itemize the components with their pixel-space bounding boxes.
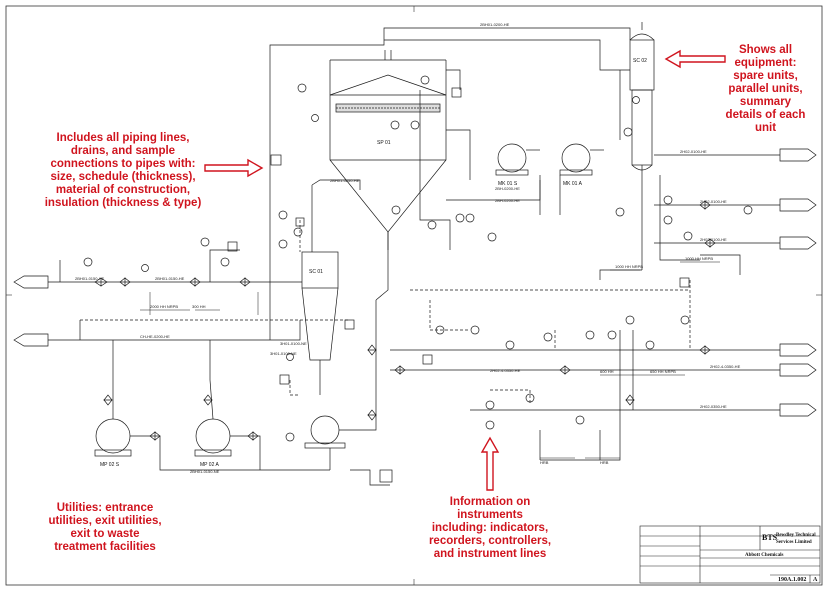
utility-tags bbox=[13, 148, 817, 417]
svg-text:2BH-0200-HE: 2BH-0200-HE bbox=[495, 186, 520, 191]
svg-text:2BH01-0250-HE: 2BH01-0250-HE bbox=[330, 178, 360, 183]
svg-text:600 HH: 600 HH bbox=[600, 369, 614, 374]
mp02s-label: MP 02 S bbox=[100, 462, 120, 468]
client-name: Abbott Chemicals bbox=[745, 553, 784, 558]
svg-text:2H02-0100-HE: 2H02-0100-HE bbox=[680, 149, 707, 154]
mp02a-label: MP 02 A bbox=[200, 462, 219, 468]
svg-text:2H02-0100-HE: 2H02-0100-HE bbox=[700, 237, 727, 242]
svg-text:HRB: HRB bbox=[600, 460, 609, 465]
sp01-label: SP 01 bbox=[377, 140, 391, 146]
svg-text:2BH01-0200-HE: 2BH01-0200-HE bbox=[480, 22, 510, 27]
revision: A bbox=[813, 577, 818, 583]
svg-text:2H02-0100-HE: 2H02-0100-HE bbox=[700, 199, 727, 204]
sp01-vessel bbox=[329, 50, 447, 233]
sc02-label: SC 02 bbox=[633, 58, 647, 64]
svg-text:2H02-0350-HE: 2H02-0350-HE bbox=[700, 404, 727, 409]
sc01-label: SC 01 bbox=[309, 269, 323, 275]
svg-text:2H02-4-0350-HE: 2H02-4-0350-HE bbox=[710, 364, 741, 369]
callout-utilities: Utilities: entrance utilities, exit util… bbox=[48, 502, 162, 553]
svg-text:1000 HH NRPB: 1000 HH NRPB bbox=[685, 256, 713, 261]
line-codes: 2BH01-0150-HE 2BH01-0150-HE 2000 HH NRPB… bbox=[75, 22, 741, 474]
callout-arrows bbox=[204, 49, 726, 491]
company-logo: BTS bbox=[762, 533, 778, 542]
svg-text:CH-HE-0200-HE: CH-HE-0200-HE bbox=[140, 334, 170, 339]
svg-text:650 HH NRPB: 650 HH NRPB bbox=[650, 369, 676, 374]
svg-text:2H02-4-0350-HE: 2H02-4-0350-HE bbox=[490, 368, 521, 373]
svg-text:3H01-0100-NE: 3H01-0100-NE bbox=[270, 351, 297, 356]
svg-text:2BH01-0150-HE: 2BH01-0150-HE bbox=[75, 276, 105, 281]
svg-text:2BH01-0150-HE: 2BH01-0150-HE bbox=[155, 276, 185, 281]
mp02a-pump bbox=[194, 418, 250, 457]
dimension-lines bbox=[140, 261, 720, 459]
arrow-to-instruments bbox=[480, 436, 500, 491]
callout-instruments: Information on instruments including: in… bbox=[428, 496, 552, 560]
svg-text:2BH-0200-HE: 2BH-0200-HE bbox=[495, 198, 520, 203]
mp02s-pump bbox=[94, 418, 150, 457]
drawing-number: 190A.1.002 bbox=[778, 577, 806, 583]
svg-text:3H01-0100-NE: 3H01-0100-NE bbox=[280, 341, 307, 346]
valves bbox=[94, 200, 716, 441]
piping-lines bbox=[48, 27, 780, 486]
mk01a-blower bbox=[559, 143, 604, 176]
arrow-to-equipment bbox=[664, 49, 726, 69]
callout-piping: Includes all piping lines, drains, and s… bbox=[44, 132, 202, 209]
instrument-boxes bbox=[227, 87, 690, 385]
sc02-column bbox=[629, 22, 655, 171]
drawing-border bbox=[5, 5, 823, 586]
mk01s-blower bbox=[495, 143, 540, 176]
mk01a-label: MK 01 A bbox=[563, 181, 583, 187]
company-name-line2: Services Limited bbox=[776, 540, 812, 545]
svg-text:1000 HH NRPB: 1000 HH NRPB bbox=[615, 264, 643, 269]
svg-text:300 HH: 300 HH bbox=[192, 304, 206, 309]
callout-equipment: Shows all equipment: spare units, parall… bbox=[725, 44, 806, 134]
arrow-to-piping bbox=[204, 158, 264, 178]
company-name-line1: Bewdley Technical bbox=[776, 533, 816, 538]
title-block bbox=[639, 525, 821, 584]
svg-text:HRB: HRB bbox=[540, 460, 549, 465]
svg-text:2000 HH NRPB: 2000 HH NRPB bbox=[150, 304, 178, 309]
instrument-bubbles bbox=[83, 75, 753, 442]
mk01s-label: MK 01 S bbox=[498, 181, 518, 187]
svg-text:2BH01-0150-NE: 2BH01-0150-NE bbox=[190, 469, 220, 474]
sc01-cyclone bbox=[301, 251, 339, 395]
